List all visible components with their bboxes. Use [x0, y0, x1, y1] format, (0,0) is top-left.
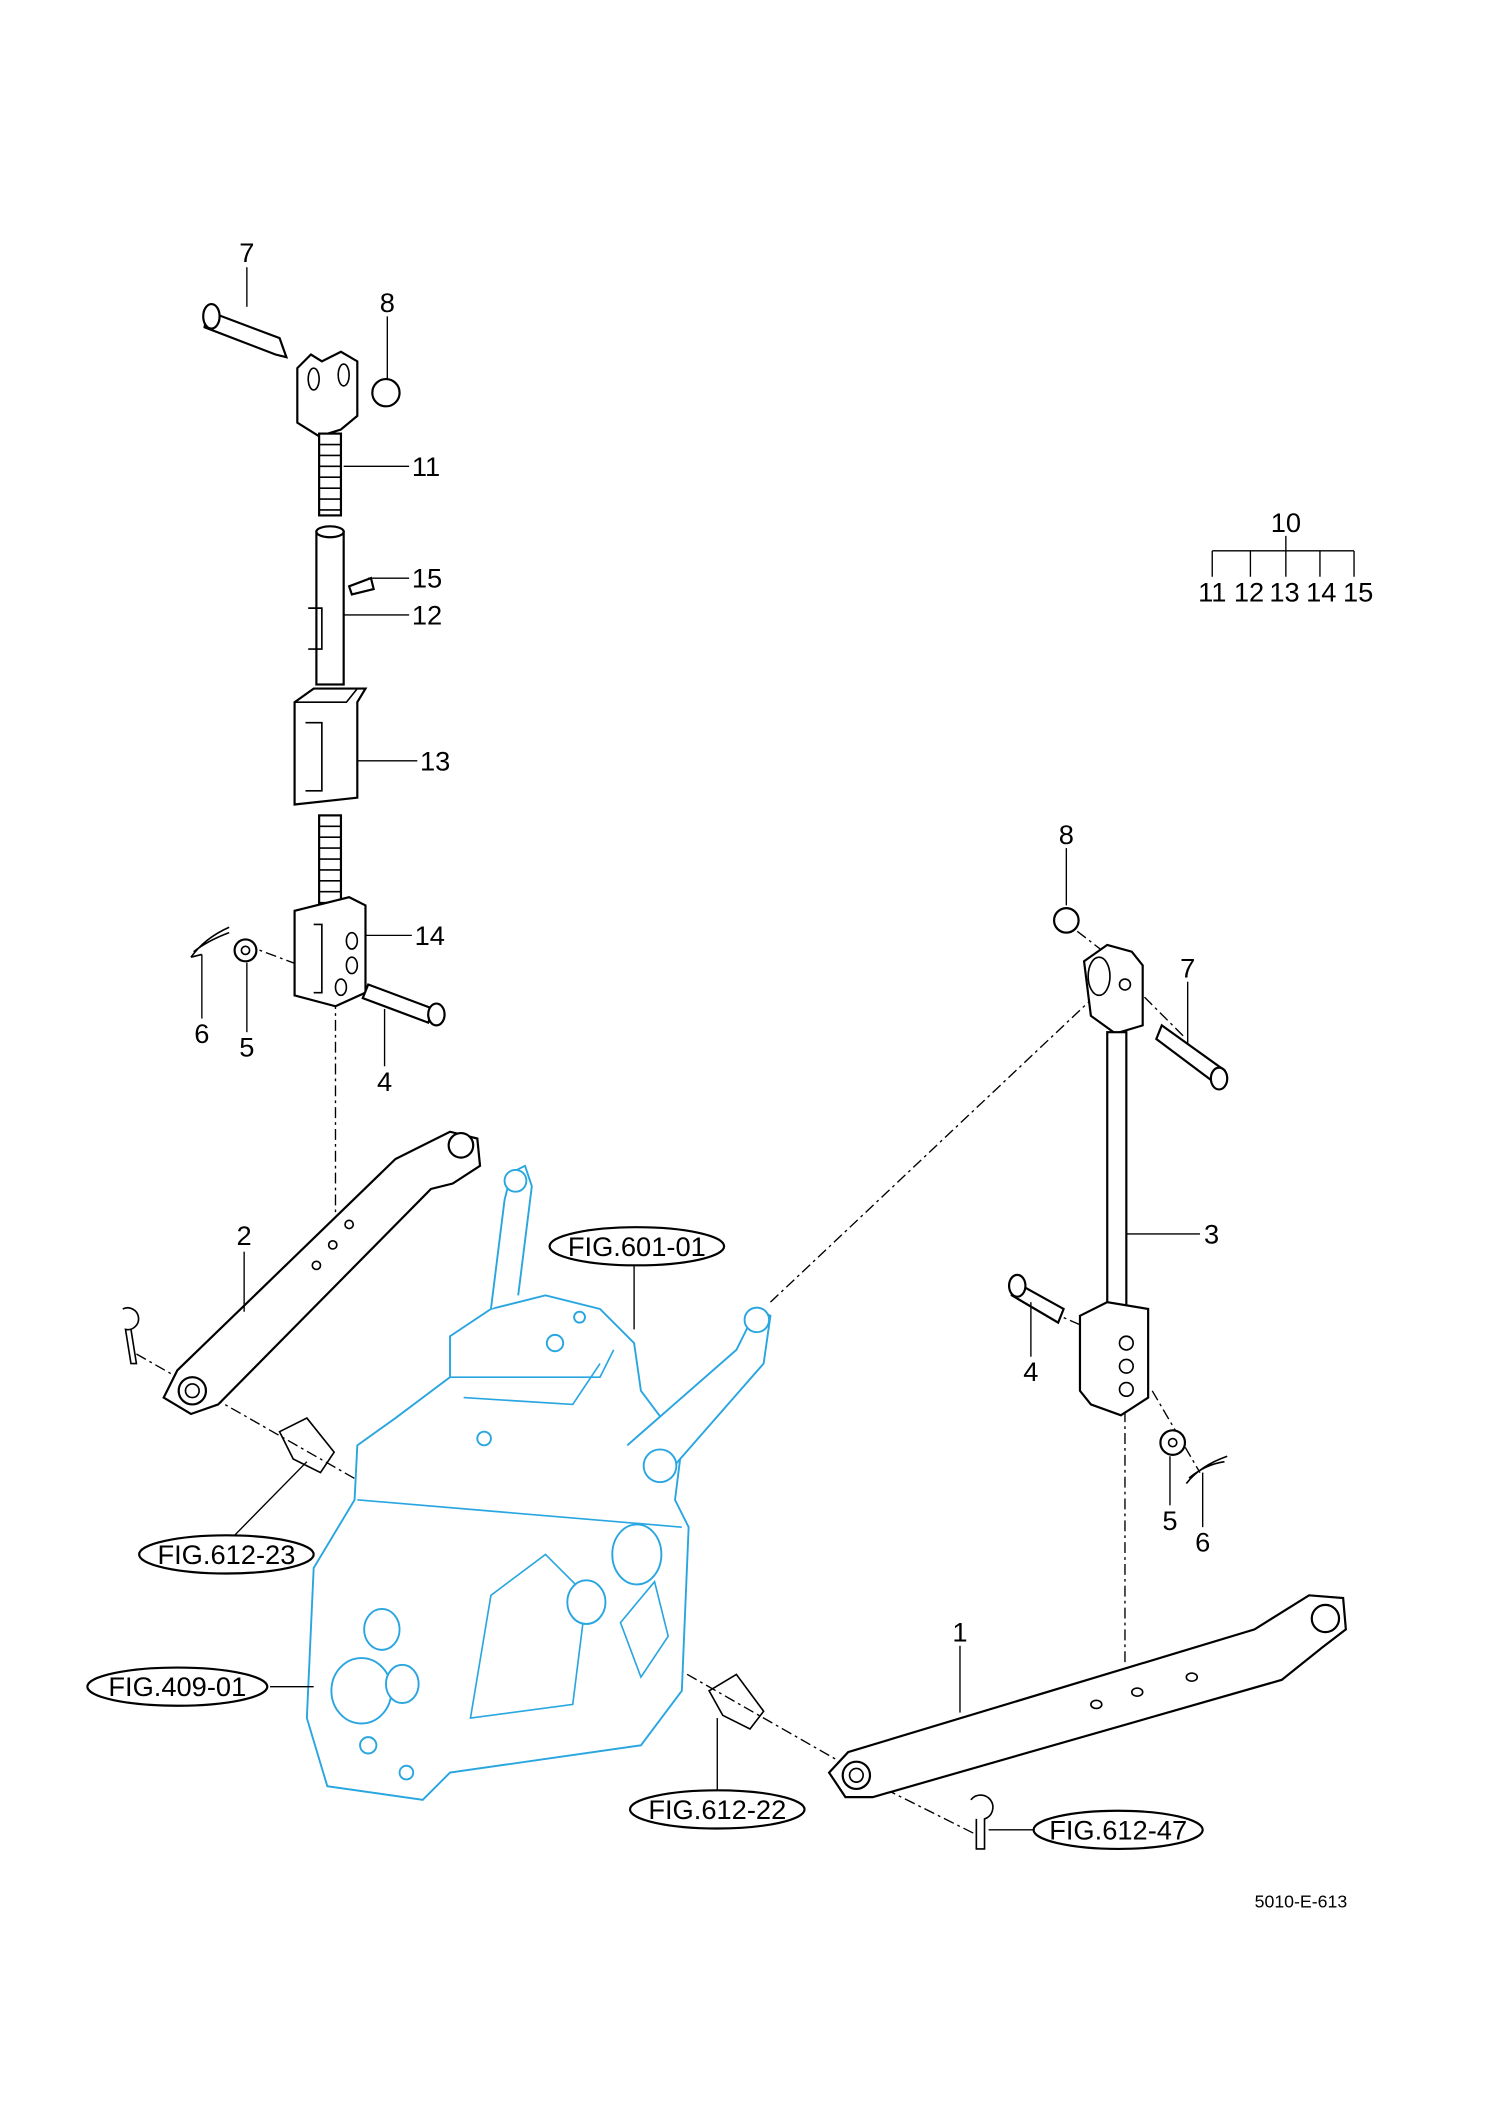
transmission-housing — [305, 1164, 772, 1801]
fig-ref-409-01: FIG.409-01 — [108, 1671, 246, 1702]
fig-ref-612-47: FIG.612-47 — [1049, 1814, 1187, 1845]
callout-2: 2 — [237, 1220, 252, 1251]
r-clip-6-right — [1185, 1455, 1228, 1485]
callout-14: 14 — [415, 920, 445, 951]
callout-3: 3 — [1204, 1219, 1219, 1250]
snap-ring-8-right — [1052, 907, 1080, 934]
callout-15: 15 — [412, 563, 442, 594]
callout-7-right: 7 — [1180, 953, 1195, 984]
lift-rod-assembly — [1007, 907, 1229, 1485]
clevis-upper — [296, 350, 359, 438]
lynch-pin-right — [970, 1794, 994, 1850]
callout-7: 7 — [239, 237, 254, 268]
fig-ref-612-23: FIG.612-23 — [157, 1539, 295, 1570]
assembly-legend: 10 11 12 13 14 15 — [1198, 507, 1373, 608]
callout-13: 13 — [420, 745, 450, 776]
fig-ref-612-22: FIG.612-22 — [648, 1794, 786, 1825]
fig-ref-601-01: FIG.601-01 — [568, 1231, 706, 1262]
leader-lines — [201, 267, 1204, 1831]
snap-ring-8-top — [371, 377, 401, 408]
pivot-pin-left — [278, 1417, 336, 1474]
callout-8: 8 — [380, 287, 395, 318]
pin-4-top — [361, 983, 436, 1025]
callout-8-right: 8 — [1059, 819, 1074, 850]
legend-child-13: 13 — [1269, 576, 1299, 607]
callout-5: 5 — [239, 1032, 254, 1063]
rod-3 — [1106, 1031, 1128, 1313]
lower-arm-right — [707, 1594, 1347, 1850]
sleeve-13 — [293, 687, 368, 806]
legend-parent: 10 — [1271, 507, 1301, 538]
top-link-assembly — [190, 302, 446, 1027]
legend-child-11: 11 — [1198, 576, 1226, 607]
clevis-lower — [293, 896, 367, 1008]
drawing-code: 5010-E-613 — [1255, 1892, 1348, 1912]
figure-references: FIG.601-01 FIG.612-23 FIG.409-01 FIG.612… — [86, 1226, 1204, 1851]
grease-fitting-15 — [347, 576, 375, 596]
callout-1: 1 — [952, 1617, 967, 1648]
callout-12: 12 — [412, 599, 442, 630]
callout-6: 6 — [194, 1018, 209, 1049]
lynch-pin-left — [122, 1307, 140, 1365]
legend-child-15: 15 — [1343, 576, 1373, 607]
thread-lower — [318, 814, 343, 912]
callout-11: 11 — [412, 451, 440, 482]
pivot-pin-right — [707, 1673, 765, 1730]
washer-5-right — [1159, 1429, 1187, 1456]
callout-4: 4 — [377, 1066, 392, 1097]
washer-5-top — [233, 938, 258, 963]
r-clip-6-top — [190, 926, 230, 958]
lower-arm-left — [122, 1130, 482, 1474]
callout-4-right: 4 — [1023, 1356, 1038, 1387]
thread-upper — [318, 432, 343, 517]
callout-5-right: 5 — [1162, 1505, 1177, 1536]
legend-child-12: 12 — [1234, 576, 1264, 607]
callout-6-right: 6 — [1195, 1527, 1210, 1558]
callouts: 7 8 11 15 12 13 14 4 5 6 2 8 7 3 4 5 6 1 — [194, 237, 1219, 1648]
legend-child-14: 14 — [1306, 576, 1336, 607]
